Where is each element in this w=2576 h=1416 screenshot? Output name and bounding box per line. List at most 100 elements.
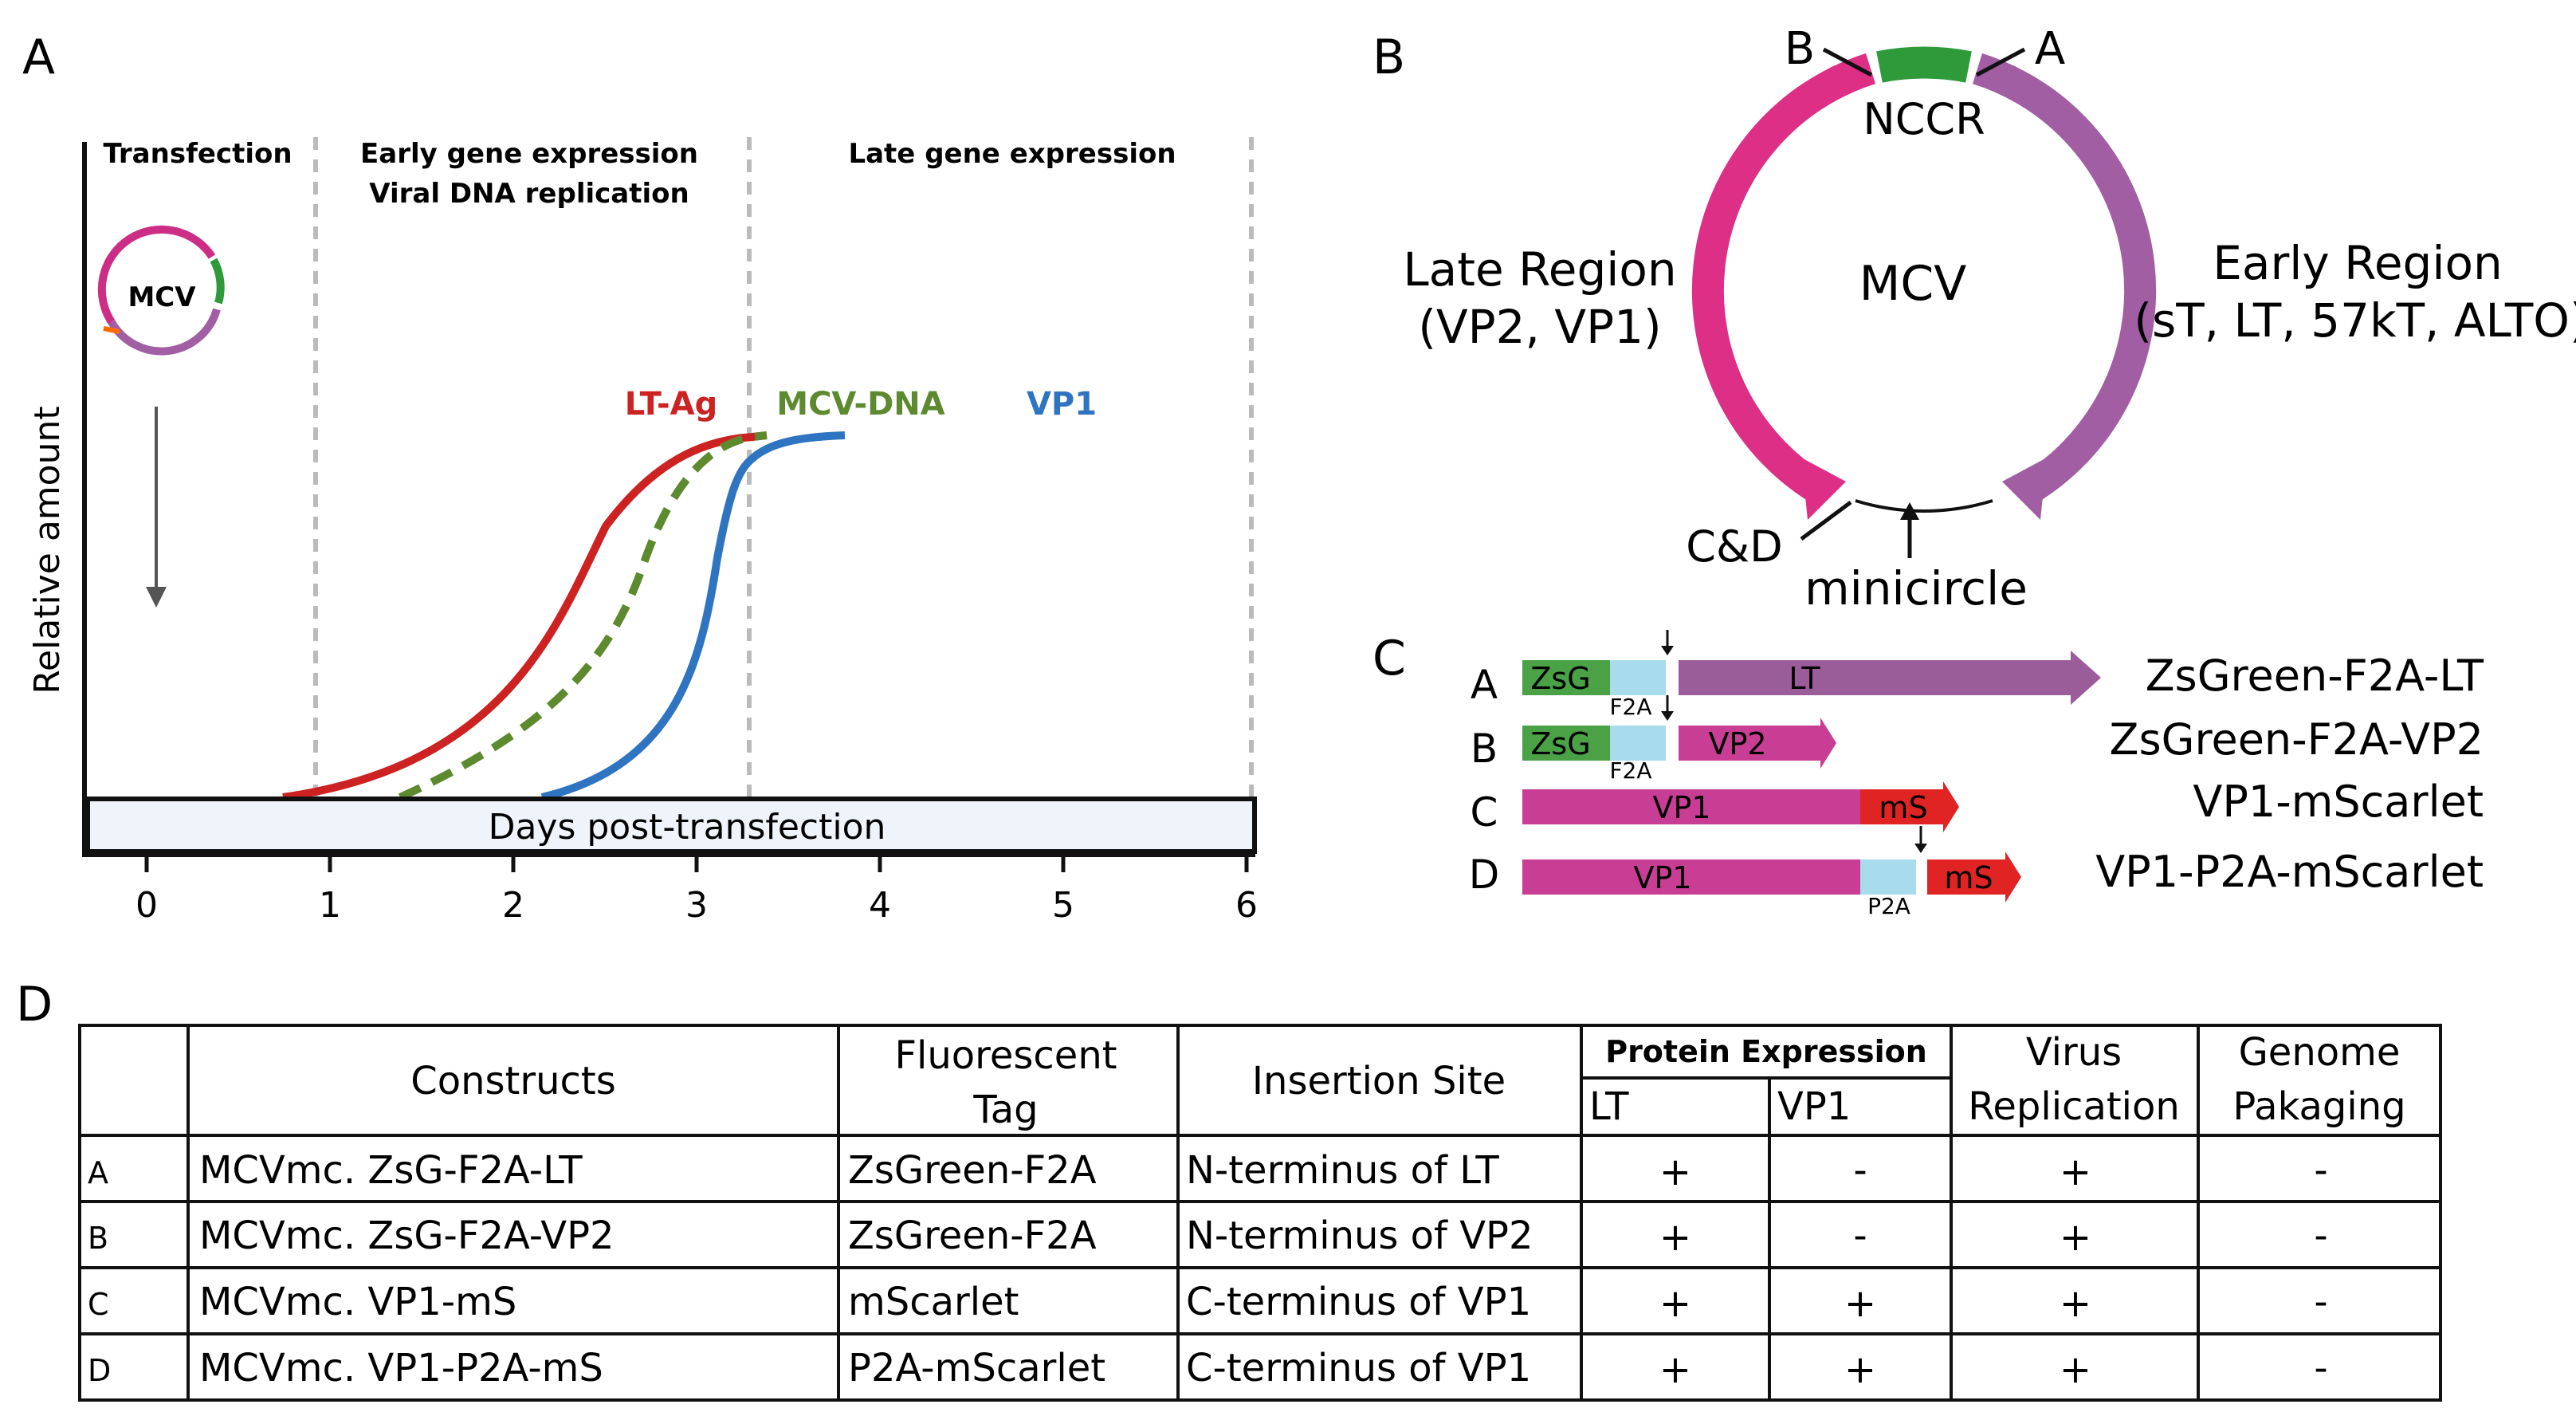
- header-genome-line1: Genome: [2239, 1030, 2401, 1075]
- header-lt: LT: [1589, 1084, 1629, 1129]
- x-tick-label: 2: [502, 885, 524, 926]
- plasmid-label: MCV: [128, 281, 196, 313]
- late-region-line1: Late Region: [1403, 242, 1676, 297]
- construct-c-vp1: [1522, 789, 1860, 824]
- row-vp1: -: [1853, 1148, 1867, 1193]
- row-construct: MCVmc. ZsG-F2A-VP2: [199, 1213, 615, 1258]
- construct-c-ms-head: [1943, 781, 1959, 832]
- row-packaging: -: [2314, 1148, 2327, 1193]
- row-tag: ZsGreen-F2A: [848, 1148, 1097, 1193]
- row-site: N-terminus of VP2: [1186, 1213, 1533, 1258]
- construct-a-cleavage-head: [1661, 646, 1674, 655]
- row-replication: +: [2060, 1215, 2091, 1260]
- construct-b-cleavage-head: [1661, 711, 1674, 721]
- table-grid: [78, 1024, 2442, 1402]
- header-tag-line2: Tag: [972, 1088, 1038, 1132]
- construct-a-linker-label: F2A: [1609, 694, 1651, 720]
- row-replication: +: [2060, 1347, 2091, 1392]
- row-vp1: +: [1844, 1347, 1876, 1392]
- mcv-center-label: MCV: [1859, 256, 1967, 312]
- construct-d-ms: [1927, 859, 2007, 895]
- late-region-arc: [1691, 53, 1876, 507]
- row-construct: MCVmc. VP1-P2A-mS: [199, 1346, 603, 1390]
- row-id: C: [88, 1287, 109, 1322]
- construct-a-zsg: [1522, 660, 1610, 695]
- site-b-label: B: [1785, 23, 1815, 75]
- row-site: C-terminus of VP1: [1186, 1346, 1531, 1390]
- header-virus-line2: Replication: [1968, 1084, 2180, 1129]
- curve-lt-ag: [282, 431, 768, 801]
- construct-b-vp2-head: [1820, 718, 1836, 769]
- label-mcv-dna: MCV-DNA: [776, 386, 944, 423]
- row-vp1: +: [1844, 1281, 1876, 1326]
- row-lt: +: [1659, 1281, 1691, 1326]
- late-region-line2: (VP2, VP1): [1418, 300, 1661, 354]
- label-vp1: VP1: [1027, 386, 1097, 423]
- construct-d-id: D: [1469, 852, 1500, 898]
- construct-d-ms-head: [2005, 852, 2021, 903]
- construct-b-zsg-label: ZsG: [1530, 726, 1590, 761]
- minicircle-pointer-head: [1900, 502, 1919, 520]
- nccr-segment: [1876, 46, 1972, 83]
- header-virus-line1: Virus: [2026, 1030, 2122, 1075]
- early-region-arrowhead: [2002, 458, 2047, 520]
- curve-mcv-dna: [398, 431, 768, 801]
- row-construct: MCVmc. VP1-mS: [199, 1280, 516, 1324]
- construct-d-cleavage-head: [1914, 844, 1927, 853]
- table-row: B MCVmc. ZsG-F2A-VP2 ZsGreen-F2A N-termi…: [88, 1213, 2328, 1260]
- header-insertion: Insertion Site: [1252, 1059, 1506, 1103]
- row-lt: +: [1659, 1347, 1691, 1392]
- construct-d-vp1: [1522, 859, 1860, 895]
- site-b-tick: [1822, 47, 1873, 77]
- panel-c-letter: C: [1372, 631, 1406, 686]
- label-lt-ag: LT-Ag: [625, 386, 717, 423]
- early-region-line2: (sT, LT, 57kT, ALTO): [2134, 293, 2576, 348]
- phase-late: Late gene expression: [848, 138, 1176, 170]
- x-axis-label-box: [85, 796, 1257, 854]
- transfection-arrowhead: [146, 587, 167, 608]
- row-id: D: [88, 1353, 111, 1388]
- panel-b-letter: B: [1372, 30, 1405, 85]
- row-construct: MCVmc. ZsG-F2A-LT: [199, 1148, 583, 1193]
- construct-d-ms-label: mS: [1944, 860, 1993, 895]
- construct-b-f2a: [1610, 726, 1666, 761]
- header-tag-line1: Fluorescent: [894, 1033, 1117, 1078]
- row-replication: +: [2060, 1150, 2091, 1194]
- x-tick-label: 3: [685, 885, 708, 926]
- construct-b-linker-label: F2A: [1609, 757, 1651, 784]
- y-axis-label: Relative amount: [27, 406, 68, 694]
- construct-c-ms: [1860, 789, 1945, 824]
- header-protein-expression: Protein Expression: [1605, 1034, 1927, 1069]
- table-row: D MCVmc. VP1-P2A-mS P2A-mScarlet C-termi…: [88, 1346, 2328, 1392]
- construct-b-name: ZsGreen-F2A-VP2: [2110, 714, 2484, 765]
- row-vp1: -: [1853, 1213, 1867, 1258]
- panel-d-letter: D: [16, 977, 53, 1032]
- row-tag: mScarlet: [848, 1280, 1019, 1324]
- minicircle-arc: [1855, 499, 1993, 513]
- header-vp1: VP1: [1777, 1084, 1851, 1129]
- row-id: B: [88, 1221, 108, 1256]
- row-packaging: -: [2314, 1280, 2327, 1324]
- panel-d: D Constructs Fluorescent Tag Insertion S…: [16, 977, 2442, 1402]
- cd-label: C&D: [1686, 521, 1782, 572]
- row-packaging: -: [2314, 1213, 2327, 1258]
- header-genome-line2: Pakaging: [2232, 1084, 2405, 1129]
- row-id: A: [88, 1155, 108, 1190]
- construct-c-ms-label: mS: [1879, 790, 1927, 825]
- table-row: C MCVmc. VP1-mS mScarlet C-terminus of V…: [88, 1280, 2328, 1326]
- row-site: N-terminus of LT: [1186, 1148, 1499, 1193]
- early-region-line1: Early Region: [2213, 236, 2502, 290]
- construct-d-vp1-label: VP1: [1633, 860, 1691, 895]
- early-region-arc: [1972, 53, 2157, 507]
- plasmid-icon: MCV: [97, 225, 225, 356]
- construct-c-vp1-label: VP1: [1652, 790, 1710, 825]
- construct-a-name: ZsGreen-F2A-LT: [2146, 651, 2484, 701]
- row-replication: +: [2060, 1281, 2091, 1326]
- phase-early-line2: Viral DNA replication: [369, 178, 689, 210]
- late-region-arrowhead: [1801, 458, 1846, 520]
- construct-a-lt-label: LT: [1789, 661, 1820, 696]
- construct-b-zsg: [1522, 726, 1610, 761]
- construct-b-vp2-label: VP2: [1708, 726, 1766, 761]
- header-constructs: Constructs: [410, 1059, 616, 1103]
- construct-b-id: B: [1471, 726, 1498, 772]
